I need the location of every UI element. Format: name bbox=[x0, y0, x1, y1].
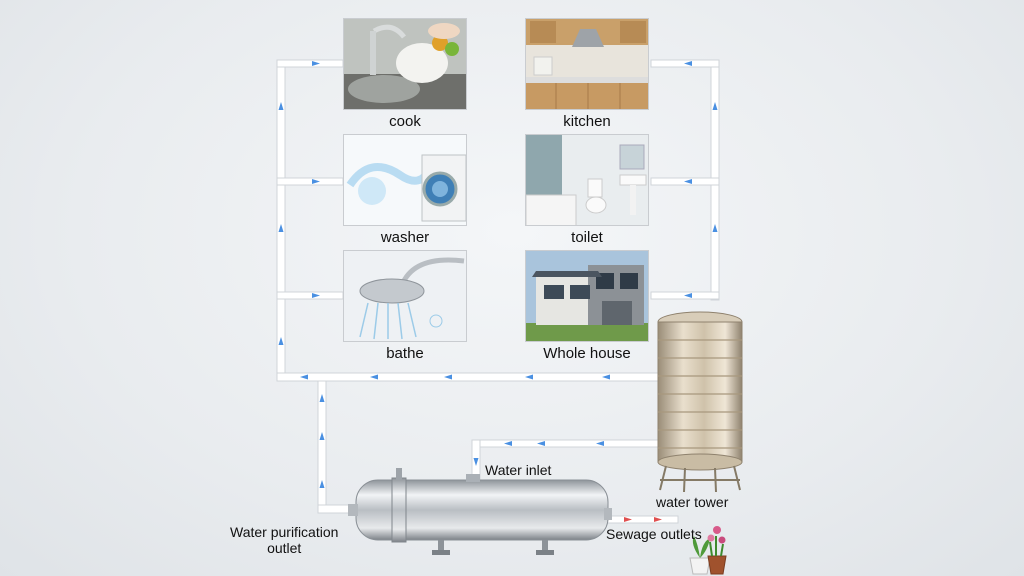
potted-plants bbox=[689, 526, 727, 575]
caption-bathe: bathe bbox=[386, 345, 424, 362]
photo-washer bbox=[343, 134, 467, 226]
arrow-left-icon bbox=[684, 179, 692, 184]
arrow-up-icon bbox=[319, 432, 325, 440]
photo-whole-house bbox=[525, 250, 649, 342]
arrow-right-icon bbox=[312, 61, 320, 66]
arrow-right-icon bbox=[312, 293, 320, 298]
arrow-up-icon bbox=[319, 394, 325, 402]
arrow-up-icon bbox=[278, 224, 284, 232]
arrow-left-icon bbox=[444, 374, 452, 380]
label-purification-outlet-line1: Water purification bbox=[230, 524, 339, 540]
label-purification-outlet-line2: outlet bbox=[267, 540, 302, 556]
photo-bathe bbox=[343, 250, 467, 342]
label-water-inlet: Water inlet bbox=[485, 462, 552, 478]
arrow-up-icon bbox=[712, 102, 718, 110]
label-purification-outlet: Water purification outlet bbox=[230, 524, 338, 556]
arrow-left-icon bbox=[596, 441, 604, 446]
caption-whole-house: Whole house bbox=[543, 345, 631, 362]
arrow-up-icon bbox=[712, 224, 718, 232]
arrow-left-icon bbox=[525, 374, 533, 380]
arrow-right-icon bbox=[654, 517, 662, 522]
water-tower bbox=[657, 311, 743, 493]
flow-arrows bbox=[278, 61, 718, 488]
water-purifier bbox=[348, 468, 612, 555]
caption-cook: cook bbox=[389, 113, 421, 130]
arrow-up-icon bbox=[278, 337, 284, 345]
arrow-up-icon bbox=[319, 480, 325, 488]
arrow-left-icon bbox=[504, 441, 512, 446]
arrow-left-icon bbox=[602, 374, 610, 380]
caption-kitchen: kitchen bbox=[563, 113, 611, 130]
arrow-down-icon bbox=[473, 458, 479, 466]
arrow-up-icon bbox=[278, 102, 284, 110]
arrow-left-icon bbox=[684, 61, 692, 66]
arrow-right-icon bbox=[312, 179, 320, 184]
arrow-left-icon bbox=[370, 374, 378, 380]
caption-toilet: toilet bbox=[571, 229, 603, 246]
arrow-left-icon bbox=[537, 441, 545, 446]
photo-kitchen bbox=[525, 18, 649, 110]
label-water-tower: water tower bbox=[656, 494, 729, 510]
photo-toilet bbox=[525, 134, 649, 226]
arrow-right-icon bbox=[624, 517, 632, 522]
arrow-left-icon bbox=[684, 293, 692, 298]
caption-washer: washer bbox=[380, 229, 430, 246]
sewage-arrows bbox=[624, 517, 662, 522]
arrow-left-icon bbox=[300, 374, 308, 380]
label-sewage-outlets: Sewage outlets bbox=[606, 526, 702, 542]
photo-cook bbox=[343, 18, 467, 110]
